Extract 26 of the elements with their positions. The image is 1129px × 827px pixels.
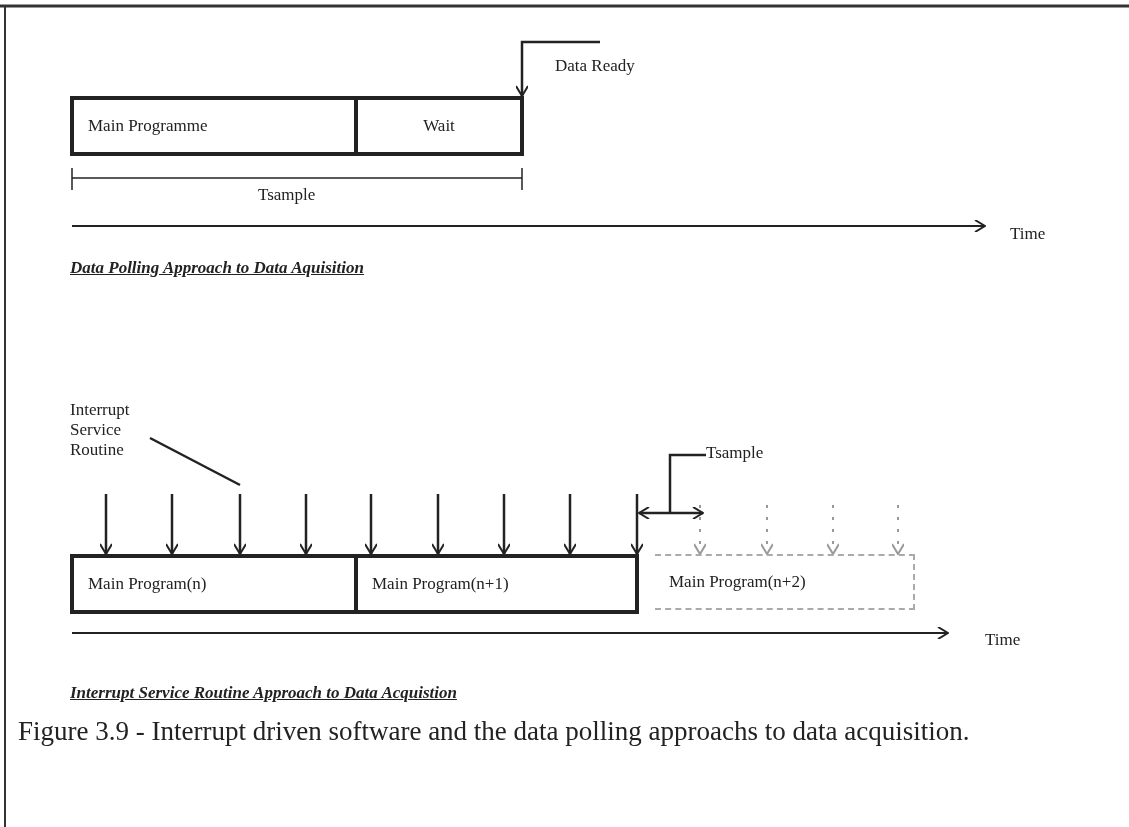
interrupt-arrow: [693, 504, 707, 555]
leader-line: [668, 453, 706, 513]
interrupt-arrow: [760, 504, 774, 555]
axis-label: Time: [1010, 224, 1046, 244]
section-heading: Interrupt Service Routine Approach to Data Acquistion: [70, 683, 457, 703]
dimension-label: Tsample: [258, 185, 316, 205]
annotation-text: Interrupt Service Routine: [70, 400, 155, 460]
interrupt-arrow: [364, 494, 378, 555]
interrupt-arrow: [826, 504, 840, 555]
interrupt-arrow: [431, 494, 445, 555]
annotation-text: Tsample: [706, 443, 764, 463]
interrupt-arrow: [563, 494, 577, 555]
interrupt-arrow: [299, 494, 313, 555]
interrupt-arrow: [891, 504, 905, 555]
interrupt-arrow: [233, 494, 247, 555]
figure-caption: Figure 3.9 - Interrupt driven software and the data polling approachs to data acquisition.: [18, 715, 971, 748]
leader-line: [149, 436, 241, 487]
interrupt-arrow: [497, 494, 511, 555]
arrow: [515, 40, 600, 97]
interrupt-arrow: [165, 494, 179, 555]
interrupt-arrow: [99, 494, 113, 555]
future-process-box: Main Program(n+2): [655, 554, 915, 610]
interrupt-arrow: [630, 494, 644, 555]
section-heading: Data Polling Approach to Data Aquisition: [70, 258, 364, 278]
annotation-text: Data Ready: [555, 42, 635, 76]
axis-label: Time: [985, 630, 1021, 650]
